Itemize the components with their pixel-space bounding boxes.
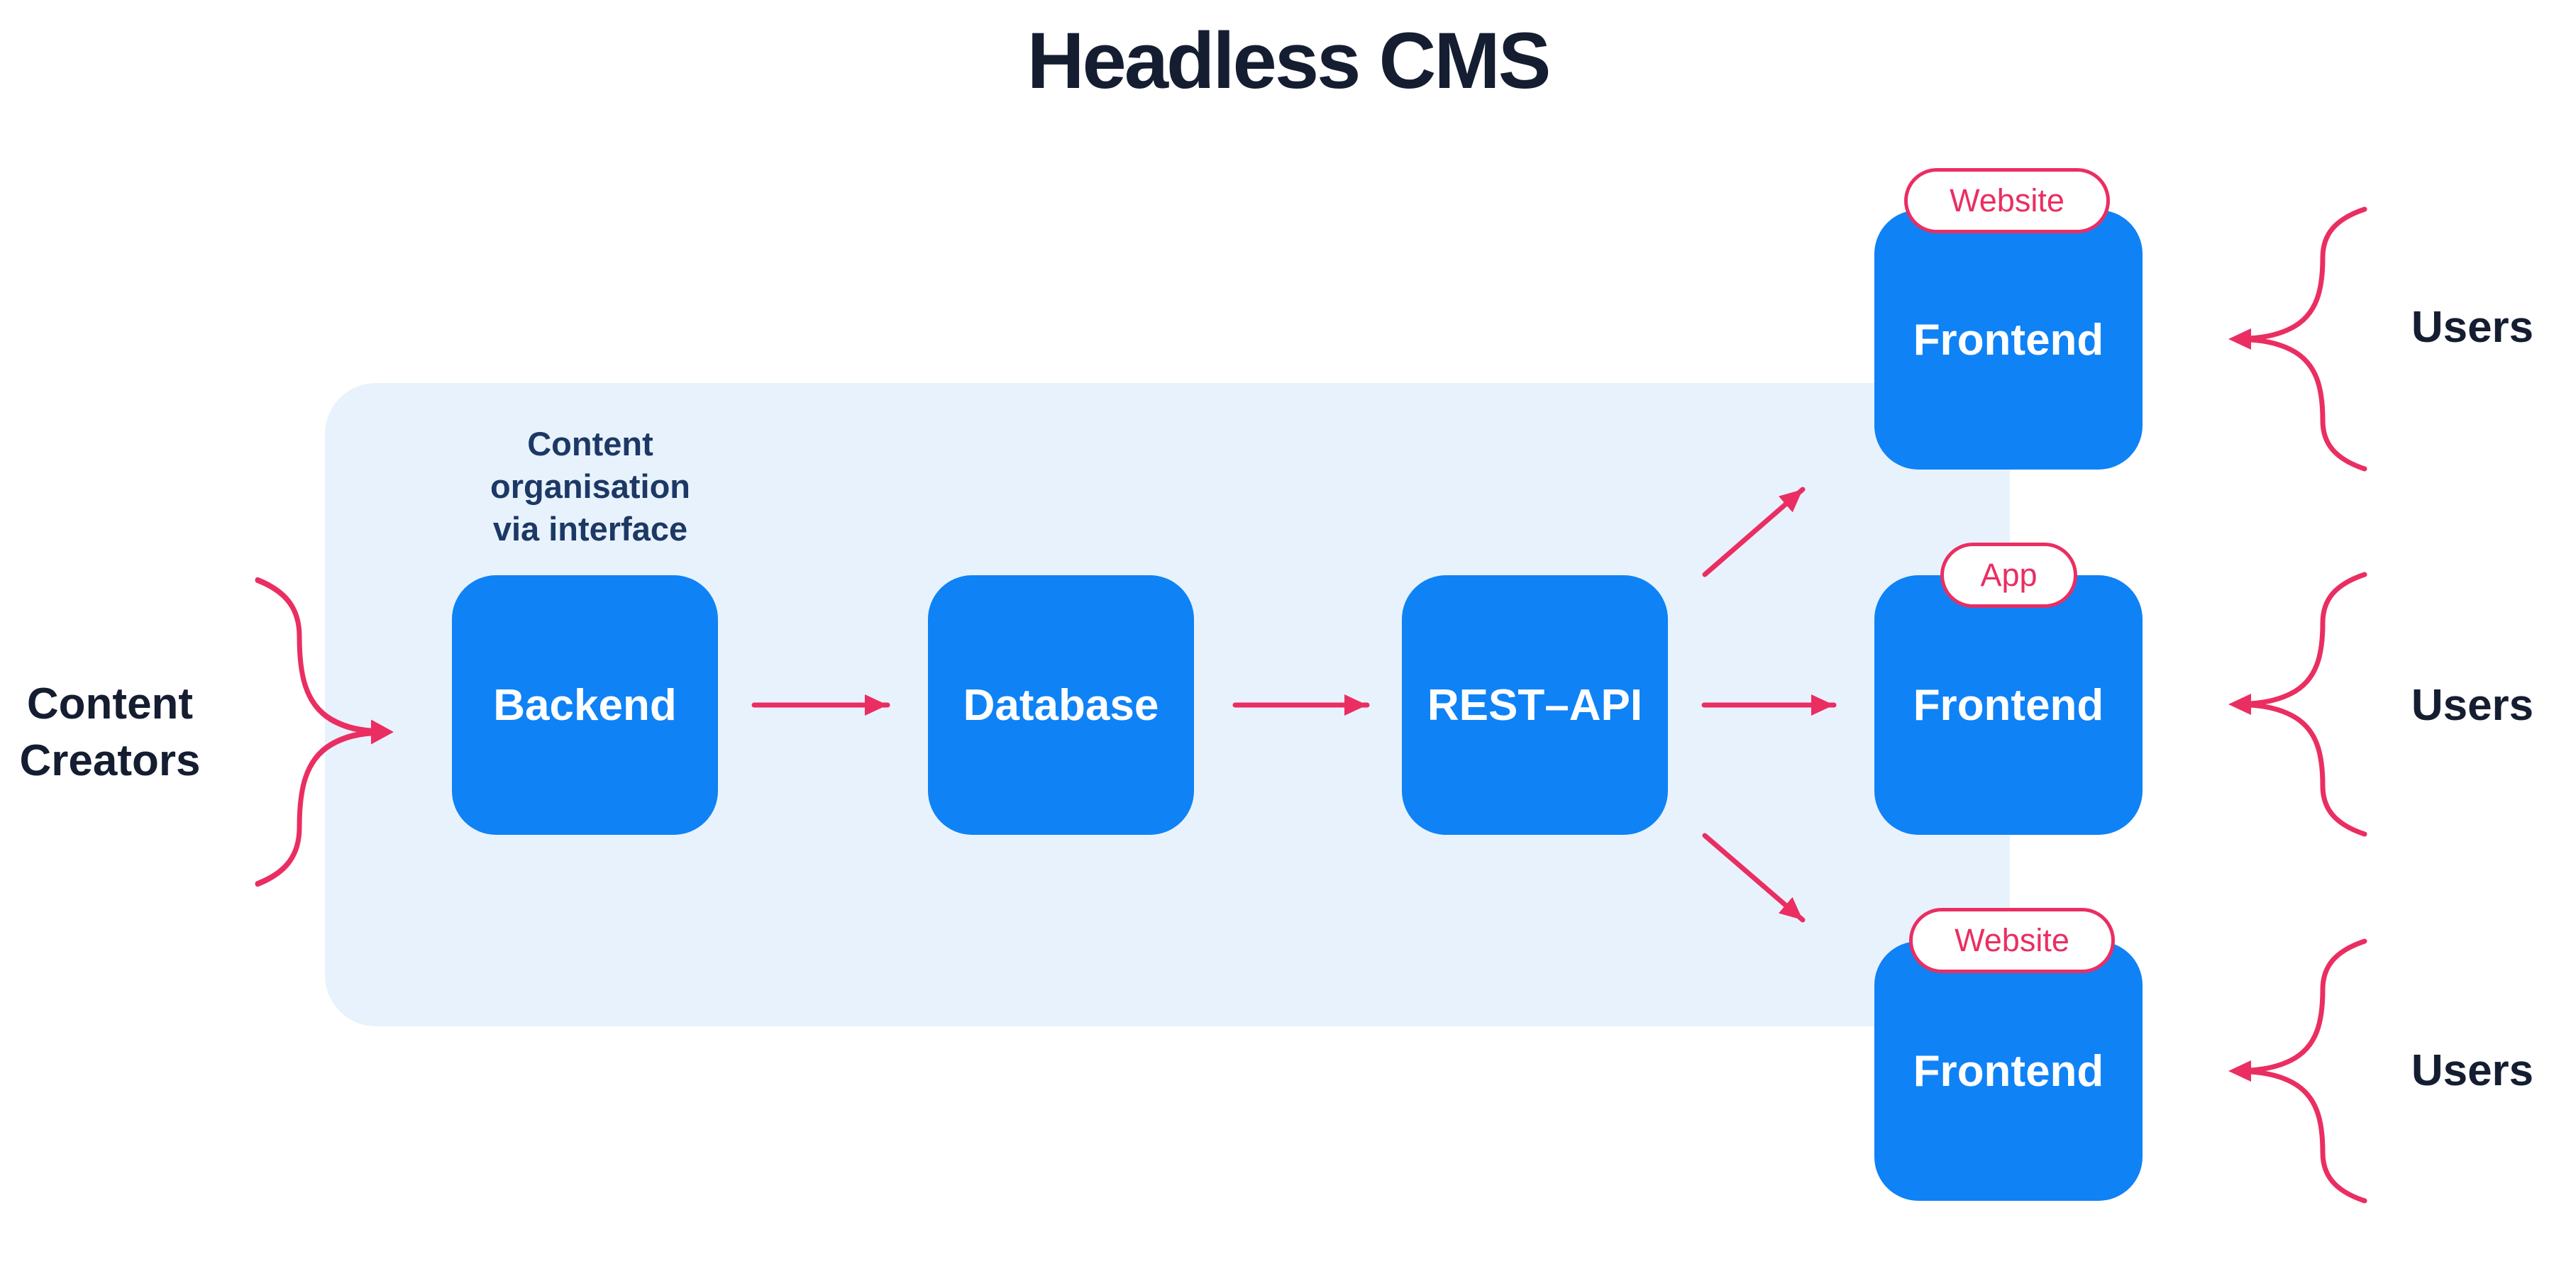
node-database: Database bbox=[928, 575, 1194, 835]
node-backend-label: Backend bbox=[493, 680, 677, 730]
node-frontend-website-bottom: Frontend bbox=[1874, 941, 2143, 1201]
node-rest-api-label: REST–API bbox=[1427, 680, 1643, 730]
backend-note-line: organisation bbox=[490, 467, 691, 505]
badge-website-bottom: Website bbox=[1909, 908, 2115, 973]
node-rest-api: REST–API bbox=[1402, 575, 1668, 835]
backend-note-line: via interface bbox=[492, 510, 688, 548]
brace-arrow-users-to-frontend-bottom bbox=[2228, 941, 2365, 1201]
badge-website-top: Website bbox=[1904, 168, 2110, 233]
users-label-bottom: Users bbox=[2411, 1046, 2534, 1095]
badge-app: App bbox=[1940, 543, 2077, 608]
node-frontend-website-top: Frontend bbox=[1874, 210, 2143, 470]
node-frontend-label: Frontend bbox=[1913, 315, 2104, 365]
backend-note: Content organisation via interface bbox=[448, 423, 732, 550]
brace-arrow-users-to-frontend-middle bbox=[2228, 575, 2365, 834]
content-creators-label: Content Creators bbox=[19, 679, 201, 785]
node-frontend-label: Frontend bbox=[1913, 680, 2104, 730]
backend-note-line: Content bbox=[527, 425, 653, 462]
node-frontend-app: Frontend bbox=[1874, 575, 2143, 835]
users-label-middle: Users bbox=[2411, 681, 2534, 730]
node-database-label: Database bbox=[963, 680, 1159, 730]
node-backend: Backend bbox=[452, 575, 718, 835]
brace-arrow-users-to-frontend-top bbox=[2228, 209, 2365, 469]
node-frontend-label: Frontend bbox=[1913, 1046, 2104, 1096]
users-label-top: Users bbox=[2411, 303, 2534, 352]
page-title: Headless CMS bbox=[1027, 16, 1552, 105]
